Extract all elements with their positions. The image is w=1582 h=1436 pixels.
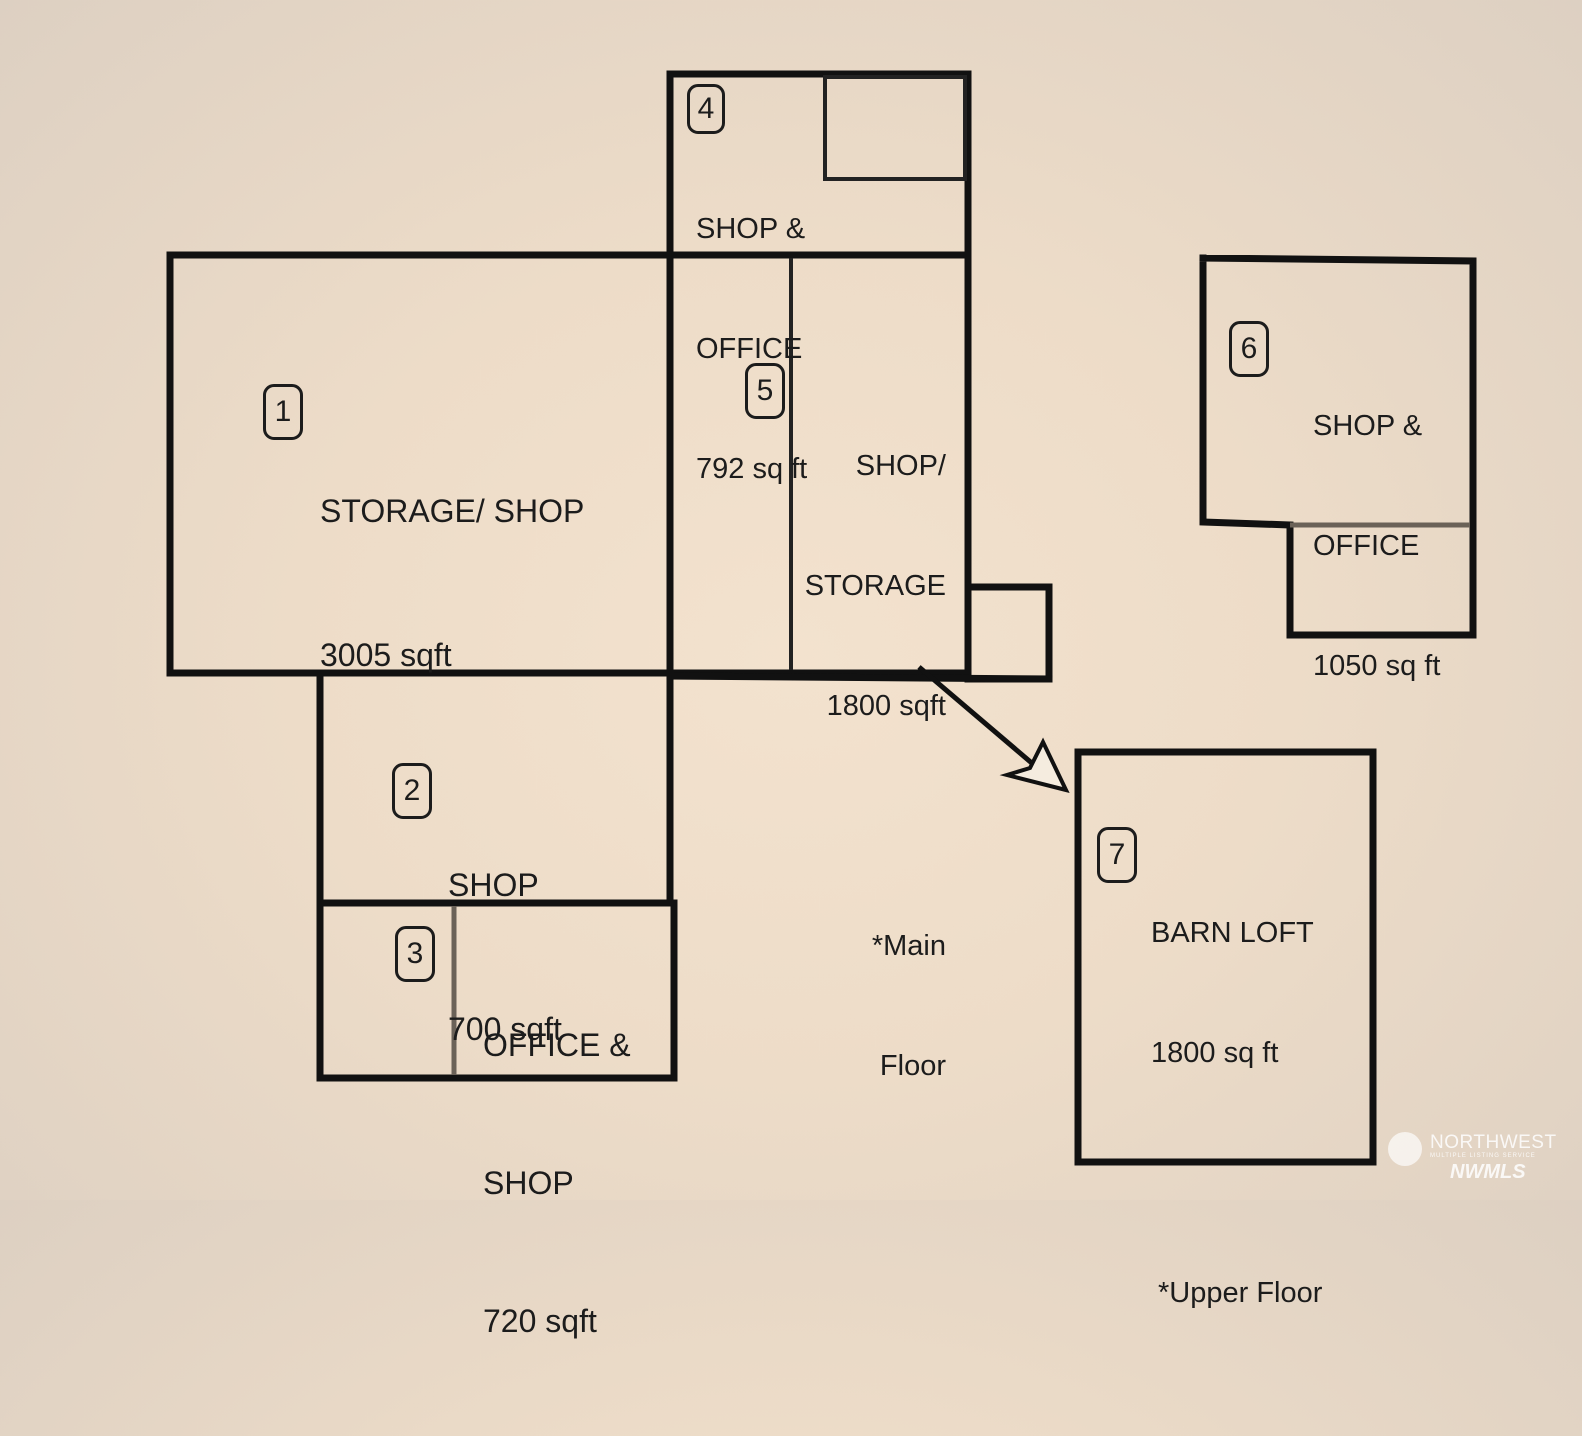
room-2-area: 700 sqft xyxy=(448,1011,562,1047)
room-4-area: 792 sq ft xyxy=(696,453,808,485)
room-4-name-line-2: OFFICE xyxy=(696,333,803,365)
room-7-walls xyxy=(1074,748,1377,1166)
room-5-annex xyxy=(964,583,1053,683)
room-3-label: OFFICE & SHOP 720 sqft xyxy=(483,930,631,1436)
room-7-spacer xyxy=(1151,1153,1322,1193)
floor-plan: 1 STORAGE/ SHOP 3005 sqft 2 SHOP 700 sqf… xyxy=(166,70,1578,1339)
room-7-name: BARN LOFT xyxy=(1151,917,1314,949)
room-4-closet xyxy=(823,75,967,181)
room-7-number: 7 xyxy=(1097,827,1137,883)
room-1-name: STORAGE/ SHOP xyxy=(320,493,585,529)
room-2-number: 2 xyxy=(392,763,432,819)
room-7-area: 1800 sq ft xyxy=(1151,1037,1279,1069)
watermark-mark: NWMLS xyxy=(1450,1161,1526,1183)
watermark-name: NORTHWEST xyxy=(1430,1132,1557,1153)
room-2-name: SHOP xyxy=(448,867,539,903)
room-4-walls xyxy=(666,70,972,259)
room-6-name-line-2: OFFICE xyxy=(1313,530,1420,562)
room-5-label: SHOP/ STORAGE 1800 sqft *Main Floor xyxy=(800,366,946,1166)
room-5-note-line-2: Floor xyxy=(879,1050,946,1082)
room-1-area: 3005 sqft xyxy=(320,637,452,673)
room-5-walls xyxy=(666,251,972,677)
room-3-walls xyxy=(316,899,678,1082)
floor-plan-walls xyxy=(166,70,1477,1166)
room-7-label: BARN LOFT 1800 sq ft *Upper Floor xyxy=(1151,833,1322,1393)
nwmls-watermark: NORTHWEST MULTIPLE LISTING SERVICE NWMLS xyxy=(1378,1128,1578,1188)
room-1-number: 1 xyxy=(263,384,303,440)
room-3-name-line-1: OFFICE & xyxy=(483,1027,631,1063)
room-1-label: STORAGE/ SHOP 3005 sqft xyxy=(320,391,584,775)
room-3-name-line-2: SHOP xyxy=(483,1165,574,1201)
room-6-name-line-1: SHOP & xyxy=(1313,410,1423,442)
arrow-to-loft xyxy=(917,665,1070,793)
nwmls-logo-icon xyxy=(1388,1132,1422,1166)
room-5-spacer xyxy=(800,806,946,846)
room-6-area: 1050 sq ft xyxy=(1313,650,1441,682)
room-6-number: 6 xyxy=(1229,321,1269,377)
room-5-name-line-2: STORAGE xyxy=(804,570,946,602)
room-2-walls xyxy=(316,669,674,907)
room-5-number: 5 xyxy=(745,363,785,419)
room-5-note-line-1: *Main xyxy=(871,930,946,962)
main-floor-south-wall xyxy=(666,672,1053,683)
room-7-note: *Upper Floor xyxy=(1158,1277,1323,1309)
room-6-label: SHOP & OFFICE 1050 sq ft xyxy=(1313,326,1440,766)
room-5-area: 1800 sqft xyxy=(826,690,946,722)
room-2-label: SHOP 700 sqft xyxy=(448,765,562,1149)
room-4-name-line-1: SHOP & xyxy=(696,213,806,245)
room-6-walls xyxy=(1199,254,1477,639)
watermark-subtitle: MULTIPLE LISTING SERVICE xyxy=(1430,1153,1536,1159)
room-5-name-line-1: SHOP/ xyxy=(855,450,946,482)
room-3-area: 720 sqft xyxy=(483,1303,597,1339)
room-3-number: 3 xyxy=(395,926,435,982)
room-4-label: SHOP & OFFICE 792 sq ft xyxy=(696,129,807,569)
room-4-number: 4 xyxy=(687,84,725,134)
